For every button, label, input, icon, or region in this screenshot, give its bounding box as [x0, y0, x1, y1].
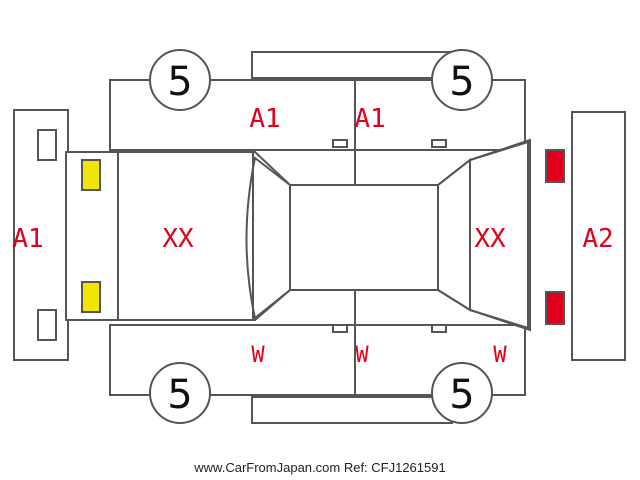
- front-bumper-tab-bottom: [37, 309, 57, 341]
- hood-panel: [117, 151, 254, 321]
- tire-tread-front-right: 5: [449, 59, 474, 105]
- tire-tread-rear-right: 5: [449, 372, 474, 418]
- code-left-front-door: A1: [249, 104, 280, 134]
- tire-rear-right: 5: [431, 362, 493, 424]
- front-lamp-top: [81, 159, 101, 191]
- tire-tread-front-left: 5: [167, 59, 192, 105]
- roof-rail-bottom: [251, 396, 453, 424]
- tire-front-left: 5: [149, 49, 211, 111]
- rear-lamp-bottom: [545, 291, 565, 325]
- rear-hatch: [469, 140, 529, 330]
- code-right-front-door: W: [251, 343, 265, 368]
- roof-rail-top: [251, 51, 453, 79]
- right-front-door-handle: [332, 324, 348, 333]
- rear-bumper: [571, 111, 626, 361]
- tire-rear-left: 5: [149, 362, 211, 424]
- right-side-body: [109, 324, 526, 396]
- code-left-rear-door: A1: [354, 104, 385, 134]
- code-right-rear-quarter: W: [493, 343, 507, 368]
- code-front-bumper: A1: [12, 224, 43, 254]
- code-rear-bumper: A2: [582, 224, 613, 254]
- code-right-rear-door: W: [355, 343, 369, 368]
- left-rear-door-handle: [431, 139, 447, 148]
- windshield: [245, 156, 291, 320]
- front-bumper-tab-top: [37, 129, 57, 161]
- left-front-door-handle: [332, 139, 348, 148]
- code-rear-hatch: XX: [474, 224, 506, 254]
- front-lamp-bottom: [81, 281, 101, 313]
- tire-front-right: 5: [431, 49, 493, 111]
- reference-footer: www.CarFromJapan.com Ref: CFJ1261591: [193, 460, 445, 475]
- right-rear-door-handle: [431, 324, 447, 333]
- code-hood: XX: [162, 224, 194, 254]
- rear-lamp-top: [545, 149, 565, 183]
- front-bumper: [13, 109, 69, 361]
- tire-tread-rear-left: 5: [167, 372, 192, 418]
